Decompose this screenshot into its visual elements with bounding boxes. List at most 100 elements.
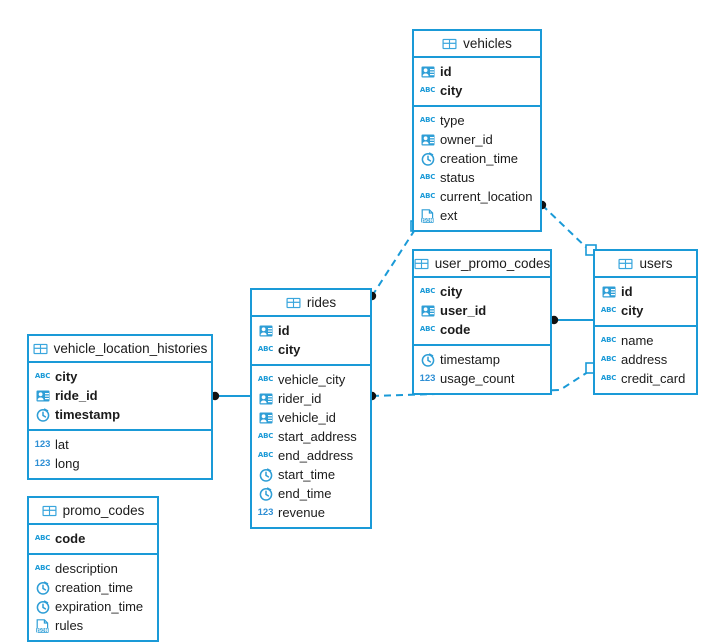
- abc-icon: ABC: [257, 432, 274, 440]
- field-row[interactable]: start_time: [252, 465, 370, 484]
- field-row[interactable]: owner_id: [414, 130, 540, 149]
- field-name: id: [621, 284, 633, 299]
- field-row[interactable]: timestamp: [414, 350, 550, 369]
- id-icon: [35, 389, 50, 403]
- field-name: usage_count: [440, 371, 515, 386]
- abc-icon: ABC: [419, 192, 436, 200]
- field-name: timestamp: [55, 407, 121, 422]
- table-name: vehicles: [463, 36, 512, 51]
- field-row[interactable]: ABC end_address: [252, 446, 370, 465]
- table-title-users[interactable]: users: [595, 251, 696, 278]
- table-name: user_promo_codes: [434, 256, 551, 271]
- table-title-vehicles[interactable]: vehicles: [414, 31, 540, 58]
- field-row[interactable]: ride_id: [29, 386, 211, 405]
- svg-text:JSON: JSON: [421, 217, 434, 222]
- table-title-user_promo_codes[interactable]: user_promo_codes: [414, 251, 550, 278]
- id-icon: [420, 304, 435, 318]
- field-name: ride_id: [55, 388, 98, 403]
- json-icon: JSON: [420, 208, 435, 223]
- clock-icon: [258, 467, 273, 482]
- field-row[interactable]: expiration_time: [29, 597, 157, 616]
- field-row[interactable]: 123 usage_count: [414, 369, 550, 388]
- field-name: name: [621, 333, 654, 348]
- field-row[interactable]: id: [595, 282, 696, 301]
- table-icon: [618, 257, 634, 271]
- clock-icon: [420, 352, 435, 367]
- field-name: user_id: [440, 303, 487, 318]
- relationship-vehicles-to-users[interactable]: [537, 200, 597, 256]
- table-icon: [286, 296, 301, 310]
- field-row[interactable]: creation_time: [414, 149, 540, 168]
- field-row[interactable]: timestamp: [29, 405, 211, 424]
- field-name: rules: [55, 618, 84, 633]
- field-row[interactable]: rider_id: [252, 389, 370, 408]
- field-name: end_time: [278, 486, 332, 501]
- id-icon: [258, 392, 273, 406]
- abc-icon: ABC: [419, 116, 436, 124]
- number-icon: 123: [257, 506, 274, 518]
- field-row[interactable]: user_id: [414, 301, 550, 320]
- clock-icon: [35, 599, 50, 614]
- relationship-line: [371, 227, 417, 297]
- field-name: city: [440, 284, 463, 299]
- field-row[interactable]: id: [252, 321, 370, 340]
- relationship-user-promo-codes-to-users[interactable]: [549, 315, 593, 325]
- clock-icon: [35, 580, 50, 595]
- table-title-vehicle_location_histories[interactable]: vehicle_location_histories: [29, 336, 211, 363]
- abc-icon: ABC: [257, 451, 274, 459]
- relationship-vehicle-location-histories-to-rides[interactable]: [210, 391, 250, 401]
- table-title-promo_codes[interactable]: promo_codes: [29, 498, 157, 525]
- abc-icon: ABC: [419, 173, 436, 181]
- field-row[interactable]: JSON rules: [29, 616, 157, 635]
- svg-text:JSON: JSON: [36, 627, 49, 632]
- abc-icon: ABC: [34, 564, 51, 572]
- table-name: rides: [306, 295, 337, 310]
- field-name: end_address: [278, 448, 354, 463]
- table-icon: [42, 504, 57, 518]
- field-row[interactable]: vehicle_id: [252, 408, 370, 427]
- field-row[interactable]: creation_time: [29, 578, 157, 597]
- id-icon: [258, 324, 273, 338]
- field-row[interactable]: id: [414, 62, 540, 81]
- table-title-rides[interactable]: rides: [252, 290, 370, 317]
- abc-icon: ABC: [34, 534, 51, 542]
- field-name: start_time: [278, 467, 336, 482]
- abc-icon: ABC: [257, 375, 274, 383]
- field-name: creation_time: [55, 580, 134, 595]
- number-icon: 123: [419, 372, 436, 384]
- field-name: expiration_time: [55, 599, 144, 614]
- field-row[interactable]: end_time: [252, 484, 370, 503]
